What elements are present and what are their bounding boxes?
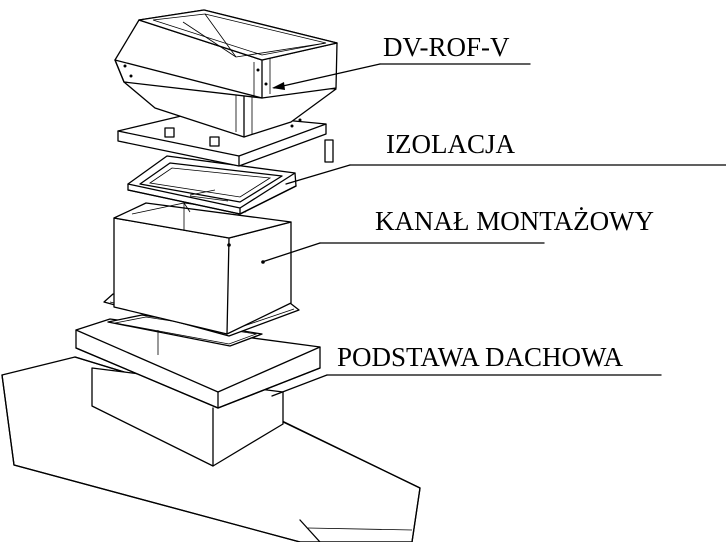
leader-lines <box>261 63 726 397</box>
label-izolacja: IZOLACJA <box>386 129 515 159</box>
roof-fan-housing <box>114 9 338 138</box>
label-dv-rof-v: DV-ROF-V <box>383 32 510 62</box>
label-kanal-montazowy: KANAŁ MONTAŻOWY <box>375 206 654 236</box>
label-podstawa-dachowa: PODSTAWA DACHOWA <box>337 342 623 372</box>
roof-base-curb <box>75 314 321 467</box>
mounting-duct <box>103 202 300 337</box>
insulation-frame <box>127 155 297 215</box>
